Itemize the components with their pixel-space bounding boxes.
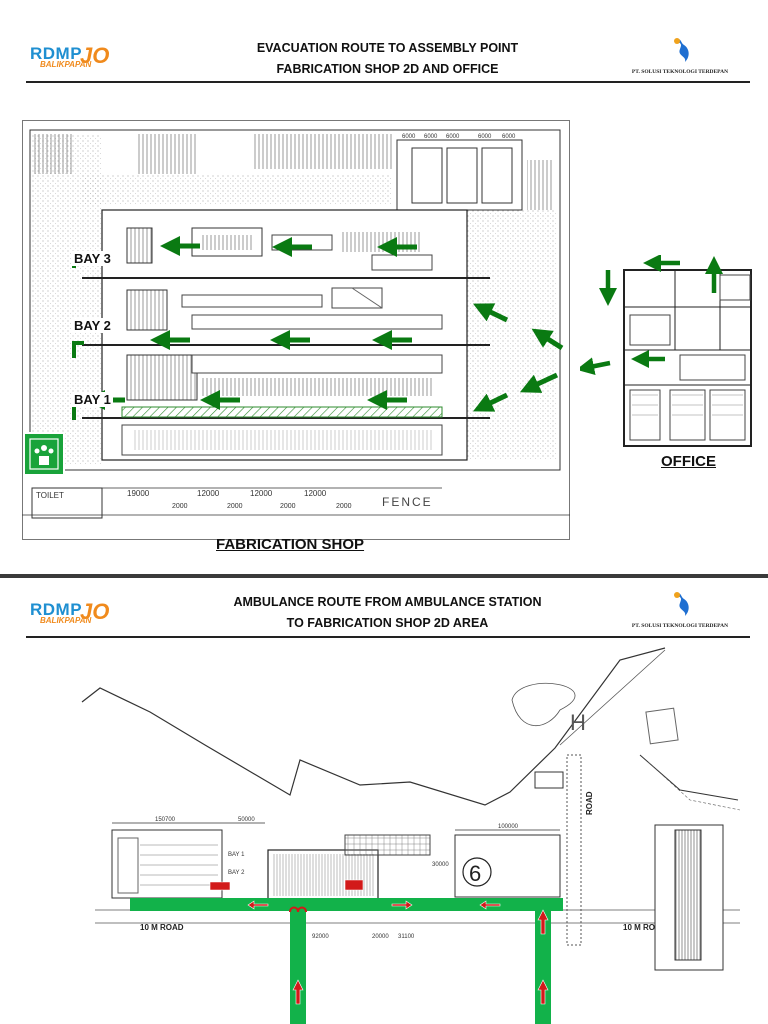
ambulance-marker	[209, 881, 231, 891]
dimension-label: 150700	[155, 817, 176, 823]
road-label: 10 M ROAD	[140, 923, 184, 932]
dimension-label: 92000	[312, 934, 329, 940]
dimension-label: 12000	[197, 489, 220, 498]
dimension-label: 30000	[432, 862, 449, 868]
top-dimension-label: 6000	[502, 134, 516, 140]
assembly-point-sign	[23, 432, 65, 476]
dimension-label: 31100	[398, 934, 415, 940]
office-plan	[580, 255, 752, 447]
top-dimension-label: 6000	[478, 134, 492, 140]
fence-label: FENCE	[382, 495, 433, 509]
top-dimension-label: 6000	[402, 134, 416, 140]
company-logo: PT. SOLUSI TEKNOLOGI TERDEPAN	[630, 590, 730, 629]
evacuation-slide: RDMP BALIKPAPAN JO EVACUATION ROUTE TO A…	[0, 0, 768, 574]
evac-arrow	[519, 372, 559, 393]
company-emblem-icon	[674, 38, 689, 62]
ambulance-arrow	[391, 900, 413, 910]
vertical-road-label: ROAD	[585, 791, 594, 815]
dimension-label: 12000	[250, 489, 273, 498]
dimension-label: 100000	[498, 824, 519, 830]
evac-arrow	[472, 303, 509, 323]
area-number: 6	[469, 861, 481, 886]
ambulance-arrows	[209, 879, 549, 1005]
dimension-label: 12000	[304, 489, 327, 498]
company-emblem-icon	[674, 592, 689, 616]
dimension-label: 20000	[372, 934, 389, 940]
ambulance-arrow	[537, 909, 549, 935]
dimension-label: 2000	[227, 503, 243, 510]
dimension-label: 2000	[336, 503, 352, 510]
road-label: 10 M ROAD	[623, 923, 667, 932]
ambulance-route	[130, 898, 563, 1024]
bay-label: BAY 1	[228, 852, 245, 858]
evac-arrow	[531, 328, 564, 351]
rdmp-logo: RDMP BALIKPAPAN JO	[30, 43, 110, 69]
ambulance-arrow	[537, 979, 549, 1005]
ambulance-slide: RDMP BALIKPAPAN JO AMBULANCE ROUTE FROM …	[0, 578, 768, 1024]
ambulance-marker	[344, 879, 364, 891]
rdmp-logo: RDMP BALIKPAPAN JO	[30, 599, 110, 625]
ambulance-arrow	[247, 900, 269, 910]
ambulance-route-map: H ROAD 10 M ROAD 10 M ROAD 150700 50000 …	[81, 647, 741, 1024]
bay-label: BAY 1	[72, 392, 113, 407]
helipad-label: H	[570, 710, 586, 735]
dimension-label: 2000	[280, 503, 296, 510]
ambulance-arrow	[479, 900, 501, 910]
bay-label: BAY 2	[72, 318, 113, 333]
dimension-label: 50000	[238, 817, 255, 823]
slide-header: RDMP BALIKPAPAN JO AMBULANCE ROUTE FROM …	[0, 578, 768, 660]
toilet-label: TOILET	[36, 491, 64, 500]
exit-arrow	[72, 341, 84, 358]
top-dimension-label: 6000	[446, 134, 460, 140]
dimension-label: 19000	[127, 489, 150, 498]
fabrication-shop-label: FABRICATION SHOP	[216, 536, 365, 553]
top-dimension-label: 6000	[424, 134, 438, 140]
evac-arrow	[580, 357, 611, 376]
dimension-label: 2000	[172, 503, 188, 510]
office-label: OFFICE	[661, 453, 716, 470]
helipad-area	[511, 683, 576, 727]
bay-label: BAY 3	[72, 251, 113, 266]
slide-title: EVACUATION ROUTE TO ASSEMBLY POINT FABRI…	[256, 41, 519, 76]
company-logo: PT. SOLUSI TEKNOLOGI TERDEPAN	[630, 36, 730, 75]
fabrication-shop-plan: 6000 6000 6000 6000 6000 19000	[22, 120, 570, 540]
bay-label: BAY 2	[228, 870, 245, 876]
evac-arrow	[472, 392, 509, 412]
slide-header: RDMP BALIKPAPAN JO EVACUATION ROUTE TO A…	[0, 0, 768, 83]
ambulance-arrow	[292, 979, 304, 1005]
slide-title: AMBULANCE ROUTE FROM AMBULANCE STATION T…	[233, 595, 542, 630]
